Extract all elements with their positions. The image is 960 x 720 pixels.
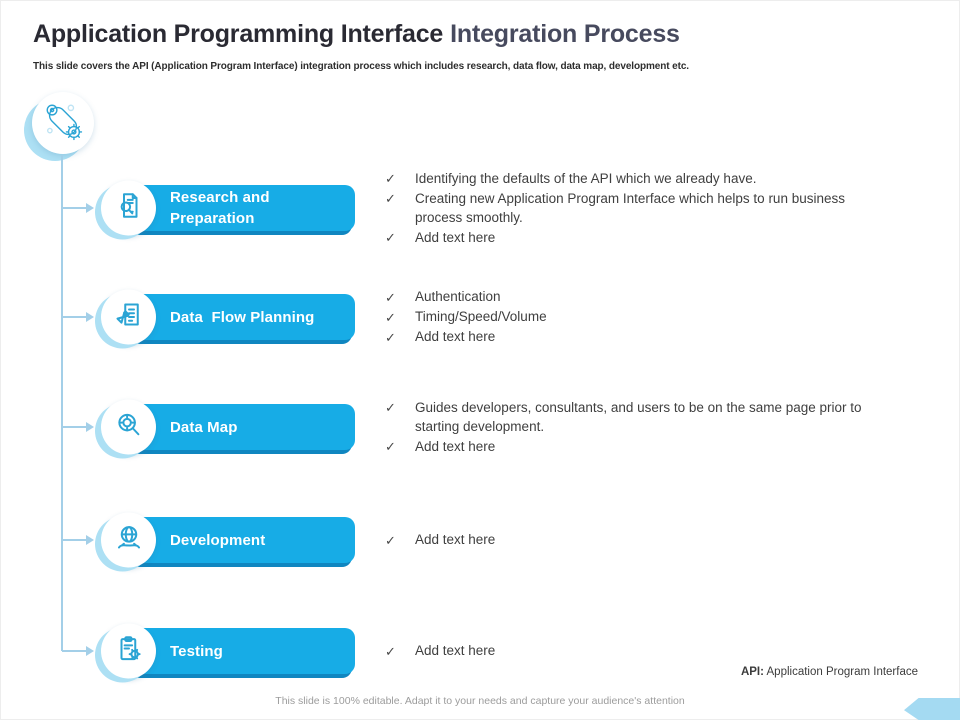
- step-label: Testing: [170, 642, 223, 660]
- step-label: Research and Preparation: [170, 189, 274, 227]
- checkmark-icon: ✓: [385, 400, 396, 415]
- gears-belt-icon: [42, 100, 84, 147]
- branch-arrow: [62, 535, 94, 545]
- bullet-text: Timing/Speed/Volume: [415, 309, 547, 324]
- title-secondary: Integration Process: [450, 20, 680, 48]
- bullet-item: ✓ Creating new Application Program Interf…: [385, 189, 890, 228]
- bullet-item: ✓ Add text here: [385, 530, 495, 550]
- bullet-item: ✓ Guides developers, consultants, and use…: [385, 398, 890, 437]
- step-row-research-and-preparation: Research and Preparation ✓ Identifying th…: [101, 163, 916, 253]
- api-abbreviation-text: Application Program Interface: [766, 666, 919, 678]
- step-label: Development: [170, 531, 266, 549]
- bullet-text: Identifying the defaults of the API whic…: [415, 170, 757, 186]
- step-row-data-map: Data Map ✓ Guides developers, consultants…: [101, 382, 916, 472]
- footer-note: This slide is 100% editable. Adapt it to…: [275, 695, 685, 707]
- bullet-item: ✓ Identifying the defaults of the API whi…: [385, 169, 890, 189]
- bullet-text: Add text here: [415, 643, 496, 658]
- bullet-item: ✓ Add text here: [385, 228, 890, 248]
- checkmark-icon: ✓: [385, 643, 396, 659]
- bullet-item: ✓ Timing/Speed/Volume: [385, 307, 547, 327]
- api-abbreviation-label: API:: [740, 666, 764, 678]
- arrowhead-icon: [86, 422, 94, 432]
- globe-hands-icon: [114, 523, 144, 558]
- arrowhead-icon: [86, 312, 94, 322]
- step-pill: Testing: [101, 623, 355, 679]
- step-bullets: ✓ Add text here: [385, 641, 495, 661]
- bullet-text: Add text here: [415, 229, 496, 245]
- title-primary: Application Programming Interface: [33, 20, 444, 48]
- arrowhead-icon: [86, 646, 94, 656]
- bullet-text: Guides developers, consultants, and user…: [415, 399, 862, 435]
- branch-arrow: [62, 203, 94, 213]
- clipboard-gear-icon: [114, 634, 144, 669]
- checkmark-icon: ✓: [385, 439, 396, 454]
- api-abbreviation-note: API: Application Program Interface: [741, 666, 918, 678]
- notepad-pencil-icon: [114, 300, 144, 335]
- step-pill: Data Map: [101, 399, 355, 455]
- checkmark-icon: ✓: [385, 329, 396, 345]
- connector-line: [61, 155, 63, 651]
- step-bullets: ✓ Guides developers, consultants, and use…: [385, 398, 890, 457]
- step-icon-circle: [101, 180, 156, 236]
- step-icon-circle: [101, 399, 156, 455]
- step-bullets: ✓ Add text here: [385, 530, 495, 550]
- process-gears-badge: [24, 92, 98, 164]
- checkmark-icon: ✓: [385, 230, 396, 245]
- bullet-text: Add text here: [415, 532, 496, 547]
- bullet-item: ✓ Add text here: [385, 437, 890, 457]
- step-row-development: Development ✓ Add text here: [101, 495, 916, 585]
- bullet-item: ✓ Add text here: [385, 327, 547, 347]
- arrowhead-icon: [86, 535, 94, 545]
- step-label: Data Flow Planning: [170, 308, 315, 326]
- step-icon-circle: [101, 289, 156, 345]
- map-magnifier-icon: [114, 410, 144, 445]
- checkmark-icon: ✓: [385, 309, 396, 325]
- document-search-icon: [114, 191, 144, 226]
- step-row-data-flow-planning: Data Flow Planning ✓ Authentication ✓ Timin…: [101, 272, 916, 362]
- step-label: Data Map: [170, 418, 238, 436]
- branch-arrow: [62, 646, 94, 656]
- arrowhead-icon: [86, 203, 94, 213]
- checkmark-icon: ✓: [385, 191, 396, 206]
- step-pill: Research and Preparation: [101, 180, 355, 236]
- corner-chevron-shape: [904, 698, 960, 720]
- slide-subtitle: This slide covers the API (Application P…: [33, 61, 689, 72]
- checkmark-icon: ✓: [385, 532, 396, 548]
- bullet-text: Creating new Application Program Interfa…: [415, 190, 845, 226]
- checkmark-icon: ✓: [385, 289, 396, 305]
- step-icon-circle: [101, 512, 156, 568]
- branch-arrow: [62, 312, 94, 322]
- badge-disc: [32, 92, 94, 154]
- branch-arrow: [62, 422, 94, 432]
- bullet-text: Add text here: [415, 329, 496, 344]
- bullet-item: ✓ Authentication: [385, 287, 547, 307]
- step-icon-circle: [101, 623, 156, 679]
- step-pill: Development: [101, 512, 355, 568]
- step-pill: Data Flow Planning: [101, 289, 355, 345]
- bullet-text: Add text here: [415, 438, 496, 454]
- step-row-testing: Testing ✓ Add text here: [101, 606, 916, 696]
- bullet-item: ✓ Add text here: [385, 641, 495, 661]
- checkmark-icon: ✓: [385, 171, 396, 186]
- bullet-text: Authentication: [415, 289, 501, 304]
- step-bullets: ✓ Authentication ✓ Timing/Speed/Volume ✓ Add …: [385, 287, 547, 347]
- step-bullets: ✓ Identifying the defaults of the API whi…: [385, 169, 890, 248]
